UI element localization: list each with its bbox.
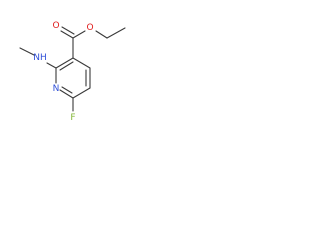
- amine-nh-label: NH: [33, 53, 47, 63]
- bond-carbonyl-ester-o: [72, 30, 86, 39]
- bond-c6-n1: [59, 89, 74, 99]
- bond-carbonyl-double-a: [60, 30, 74, 39]
- ester-oxygen-label: O: [86, 23, 93, 33]
- bond-nh-methyl: [19, 47, 35, 56]
- bond-carbonyl-double-b: [61, 26, 75, 35]
- bond-c2-c3: [55, 57, 74, 69]
- fluorine-label: F: [70, 113, 75, 123]
- structure-diagram: F N NH O O: [19, 21, 126, 123]
- bond-ch2-ch3: [106, 27, 126, 39]
- ring-nitrogen-label: N: [53, 84, 60, 94]
- bond-c3-c4: [72, 57, 91, 69]
- carbonyl-oxygen-label: O: [52, 21, 59, 31]
- bond-ester-o-ch2: [95, 30, 108, 39]
- pyridine-ring: [55, 57, 91, 99]
- bond-c5-c6: [72, 87, 91, 99]
- bond-c2-c3-inner: [59, 61, 74, 71]
- bond-c6-n1-inner: [61, 86, 73, 94]
- bond-c2-nh: [46, 62, 57, 69]
